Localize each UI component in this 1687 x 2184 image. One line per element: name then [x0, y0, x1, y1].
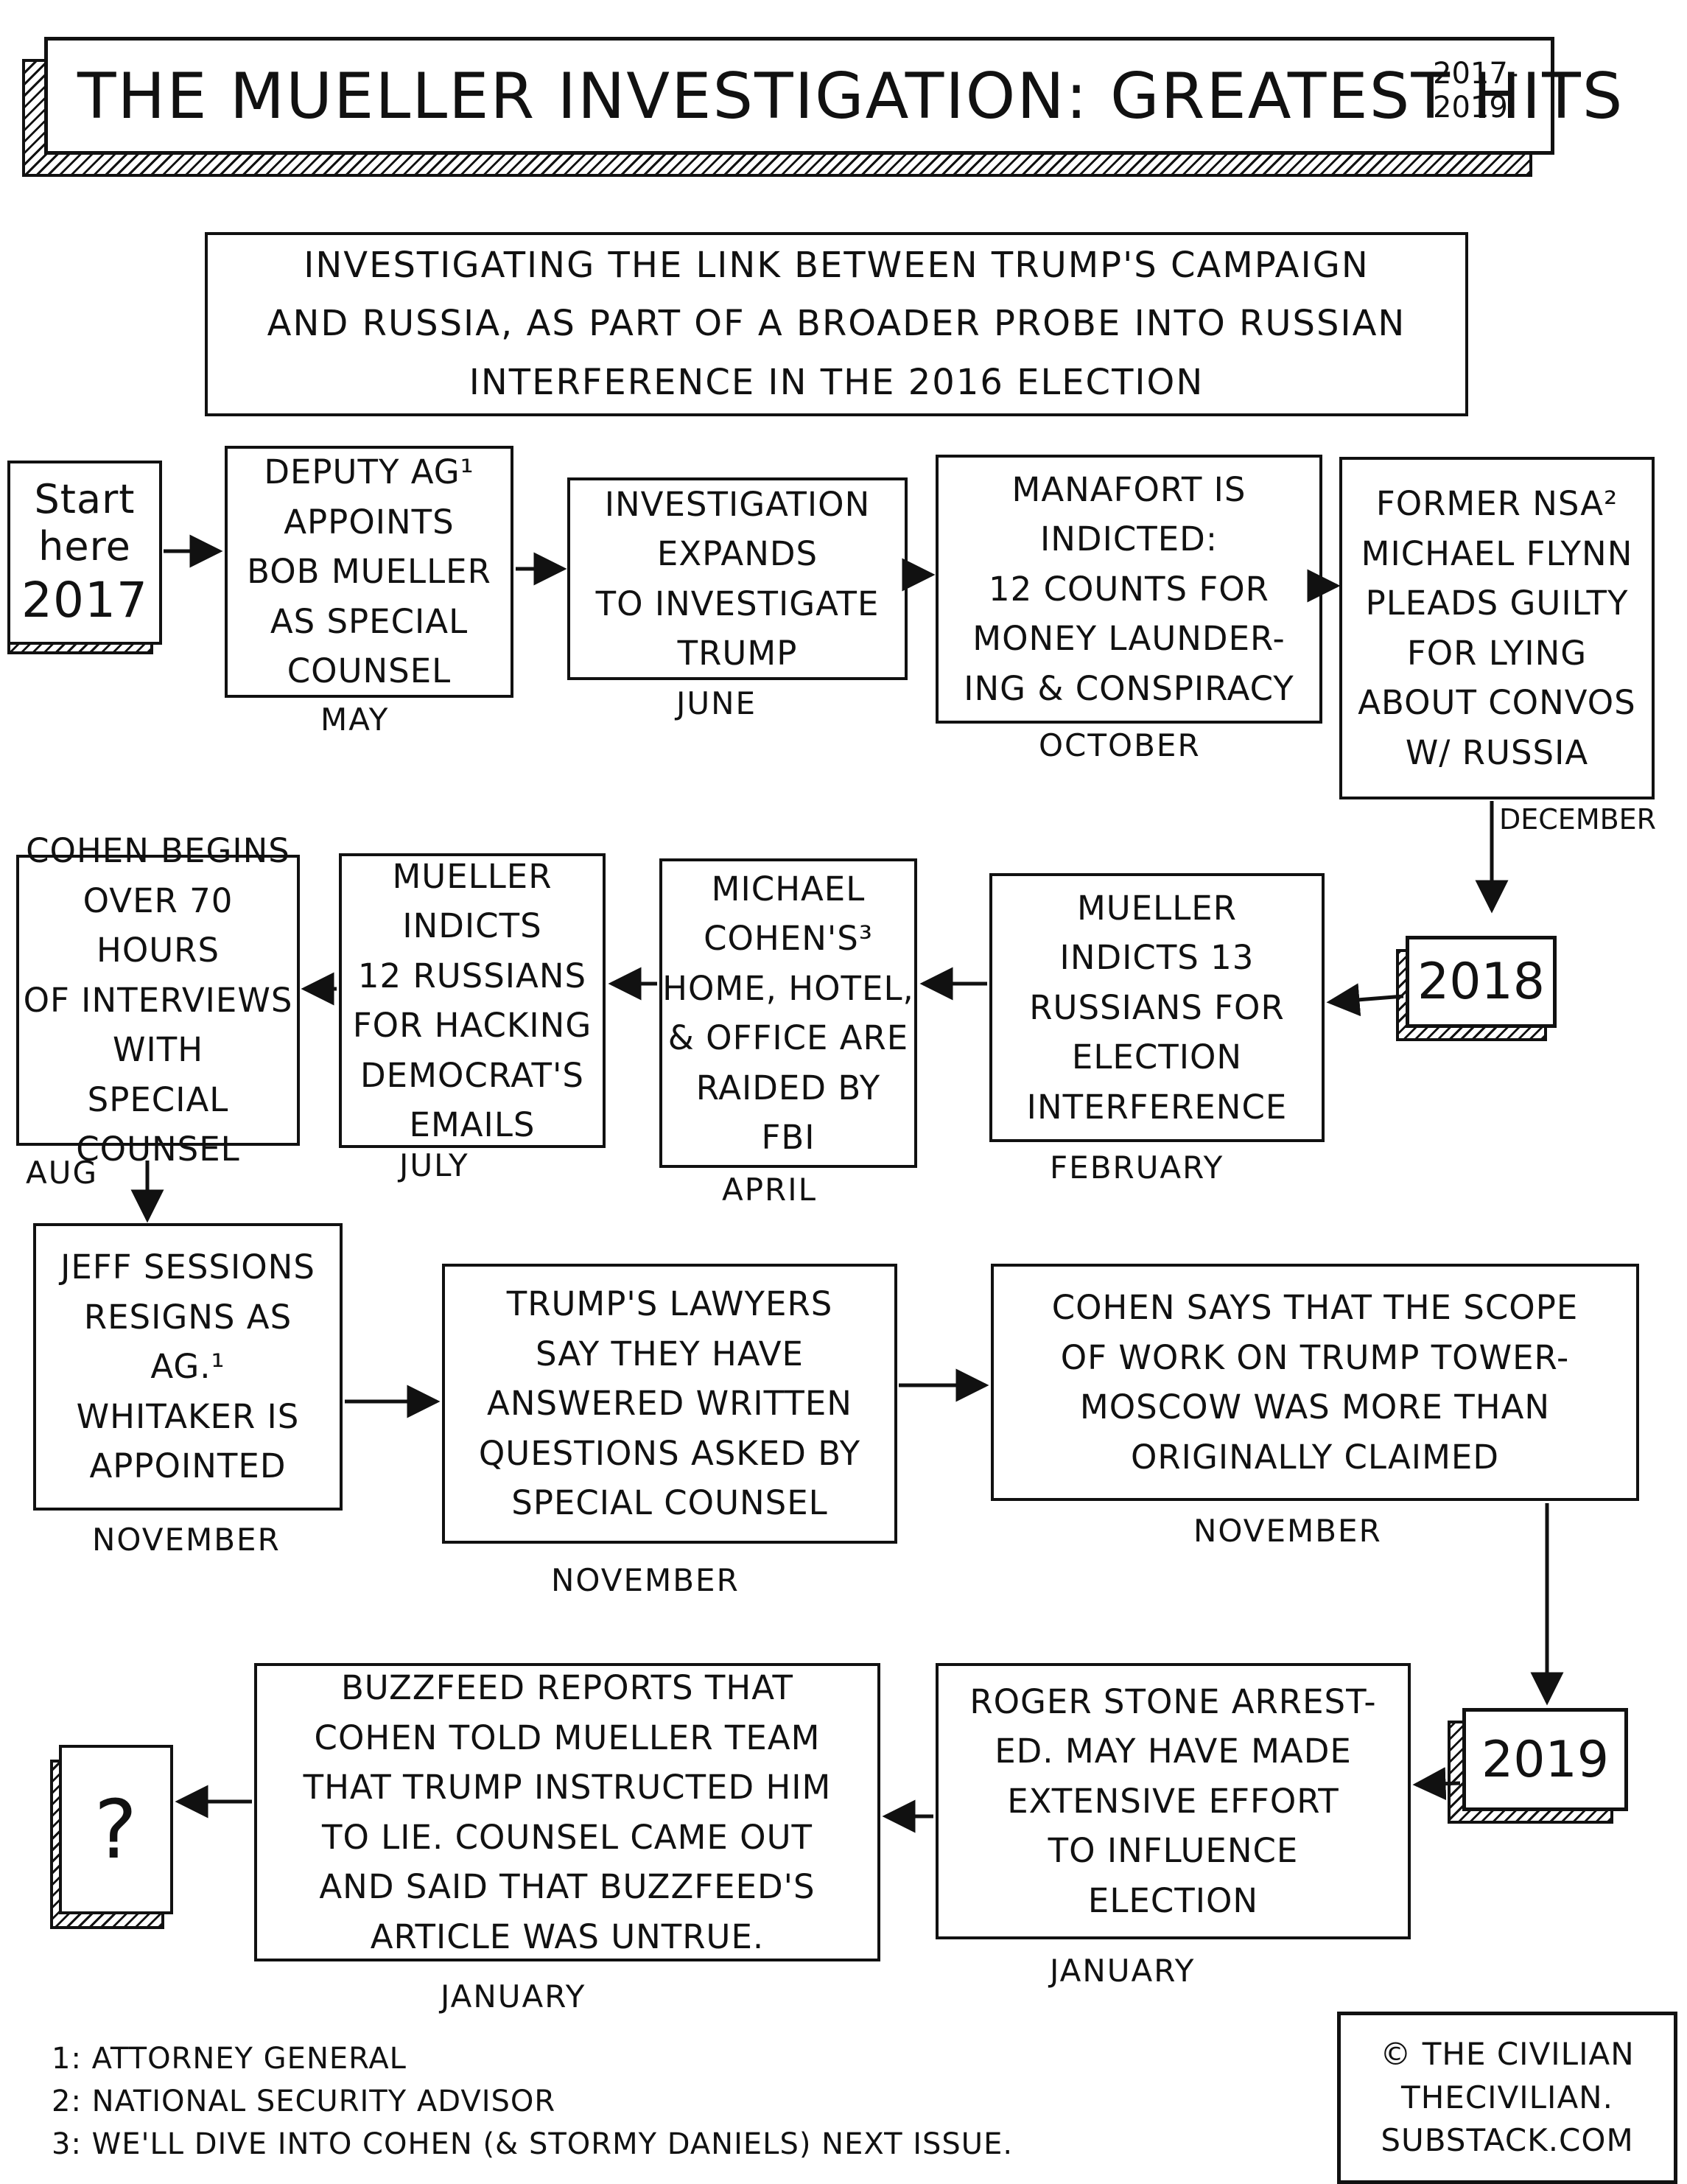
title-years: 2017- 2019 [1433, 57, 1518, 125]
event-text: Roger Stone arrest- ed. May have made ex… [969, 1681, 1377, 1920]
year-2019-box: 2019 [1462, 1708, 1628, 1811]
event-box-trump-tower-moscow: Cohen says that the scope of work on Tru… [991, 1264, 1639, 1501]
event-text: Manafort is indicted: 12 counts for mone… [964, 469, 1294, 708]
event-text: Michael Cohen's³ home, hotel, & office a… [662, 869, 914, 1158]
event-text: Jeff Sessions resigns as AG.¹ Whitaker i… [60, 1247, 315, 1486]
month-label: April [722, 1172, 818, 1208]
event-box-cohen-interviews: Cohen begins over 70 hours of interviews… [16, 831, 300, 1169]
month-label: November [1193, 1513, 1382, 1549]
intro-box: Investigating the link between Trump's c… [205, 232, 1468, 416]
credit-line1: © The Civilian [1380, 2035, 1635, 2072]
event-box-cohen-raided: Michael Cohen's³ home, hotel, & office a… [659, 858, 917, 1168]
month-label: November [551, 1562, 740, 1598]
arrow-2019-to-stone [1412, 1767, 1461, 1801]
month-label: December [1499, 803, 1657, 836]
month-label: January [1050, 1953, 1196, 1989]
event-text: Cohen says that the scope of work on Tru… [1051, 1288, 1579, 1477]
credit-box: © The Civilian thecivilian. substack.com [1337, 2012, 1677, 2184]
event-text: Investigation expands to investigate Tru… [595, 484, 880, 673]
event-box-roger-stone: Roger Stone arrest- ed. May have made ex… [936, 1663, 1411, 1939]
event-box-flynn-pleads: Former NSA² Michael Flynn pleads guilty … [1339, 457, 1655, 799]
event-text: Trump's lawyers say they have answered w… [478, 1284, 861, 1523]
month-label: February [1050, 1149, 1224, 1186]
start-line2: here [38, 523, 131, 570]
title-year-start: 2017- [1433, 57, 1519, 91]
start-box: Start here 2017 [7, 461, 162, 645]
event-box-buzzfeed: BuzzFeed reports that Cohen told Mueller… [254, 1663, 880, 1961]
title-year-end: 2019 [1433, 91, 1508, 125]
month-label: Aug [26, 1155, 99, 1191]
start-line1: Start [34, 475, 136, 522]
event-text: BuzzFeed reports that Cohen told Mueller… [303, 1668, 832, 1956]
question-mark: ? [94, 1782, 138, 1877]
unknown-box: ? [59, 1745, 173, 1914]
event-box-mueller-appointed: Deputy AG¹ appoints Bob Mueller as speci… [225, 446, 513, 698]
event-box-sessions-resigns: Jeff Sessions resigns as AG.¹ Whitaker i… [33, 1223, 343, 1511]
event-text: Deputy AG¹ appoints Bob Mueller as speci… [247, 452, 491, 691]
year-2018-box: 2018 [1406, 936, 1557, 1028]
credit-line2: thecivilian. [1401, 2079, 1613, 2115]
title-box: The Mueller Investigation: Greatest Hits… [44, 37, 1622, 155]
arrow-2018-to-february [1326, 983, 1404, 1017]
event-text: Mueller indicts 13 Russians for election… [1026, 888, 1288, 1127]
event-text: Cohen begins over 70 hours of interviews… [23, 831, 293, 1169]
month-label: October [1039, 727, 1201, 763]
month-label: May [320, 701, 390, 738]
start-year: 2017 [21, 572, 148, 629]
event-box-trump-lawyers: Trump's lawyers say they have answered w… [442, 1264, 897, 1544]
page-title: The Mueller Investigation: Greatest Hits [77, 60, 1624, 133]
credit-line3: substack.com [1381, 2122, 1634, 2159]
month-label: January [441, 1978, 586, 2015]
month-label: November [92, 1522, 281, 1558]
footnote-2: 2: National Security Advisor [52, 2085, 556, 2118]
event-box-12-russians: Mueller indicts 12 Russians for hacking … [339, 853, 606, 1148]
footnotes: 1: Attorney General 2: National Security… [52, 2037, 1013, 2166]
event-text: Mueller indicts 12 Russians for hacking … [352, 856, 592, 1145]
event-box-manafort-indicted: Manafort is indicted: 12 counts for mone… [936, 455, 1322, 724]
footnote-1: 1: Attorney General [52, 2042, 407, 2076]
event-text: Former NSA² Michael Flynn pleads guilty … [1358, 484, 1636, 772]
event-box-13-russians: Mueller indicts 13 Russians for election… [989, 873, 1325, 1142]
month-label: July [399, 1147, 469, 1183]
month-label: June [676, 685, 757, 721]
event-box-investigation-expands: Investigation expands to investigate Tru… [567, 477, 908, 680]
footnote-3: 3: We'll dive into Cohen (& Stormy Danie… [52, 2127, 1014, 2161]
